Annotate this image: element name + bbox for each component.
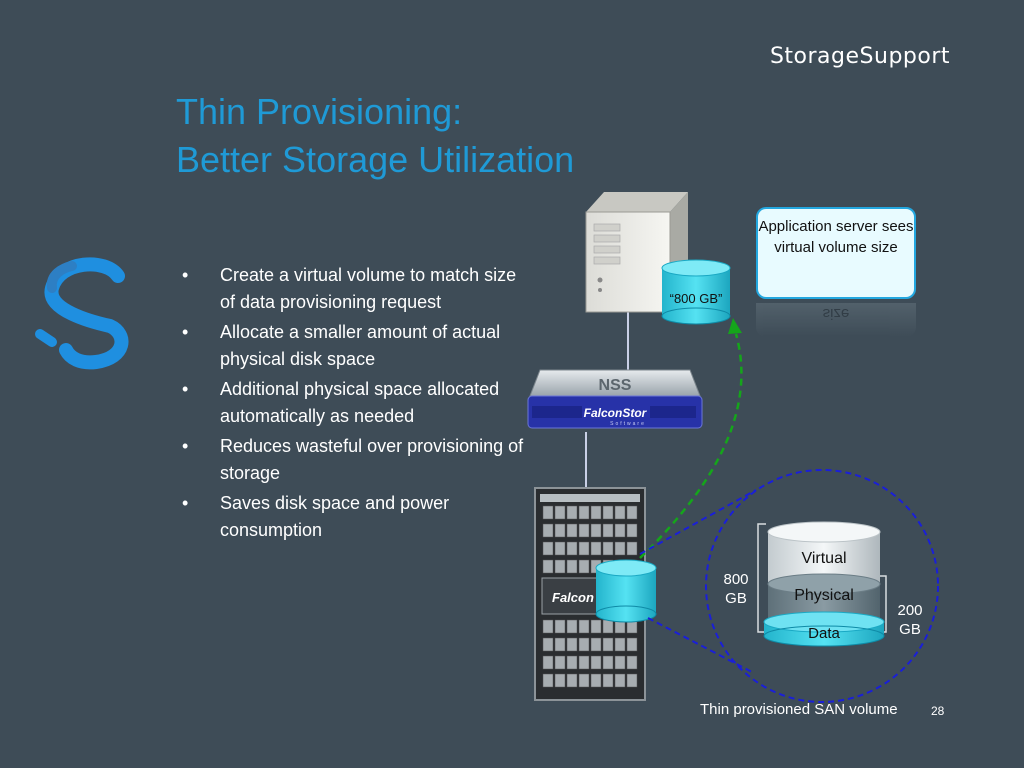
callout-reflection-text: size [822,305,850,322]
rack-drive-slot [542,637,554,652]
rack-drive-slot [542,673,554,688]
rack-drive-slot [566,559,578,574]
rack-drive-slot [578,541,590,556]
storage-volume-cylinder-icon [595,559,657,623]
rack-drive-slot [554,619,566,634]
rack-drive-slot [542,541,554,556]
rack-drive-slot [626,673,638,688]
rack-drive-slot [554,655,566,670]
rack-drive-slot [578,673,590,688]
nss-appliance-icon: NSS FalconStor Software [527,369,703,429]
rack-drive-slot [542,505,554,520]
rack-drive-slot [590,619,602,634]
callout-reflection: size [756,303,916,337]
rack-drive-slot [602,523,614,538]
rack-drive-slot [578,523,590,538]
rack-drive-slot [626,523,638,538]
rack-drive-slot [614,541,626,556]
rack-drive-slot [566,505,578,520]
bullet-item: Allocate a smaller amount of actual phys… [178,319,528,373]
rack-drive-slot [614,505,626,520]
rack-drive-slot [626,637,638,652]
physical-size-label: 200 GB [897,602,923,638]
rack-drive-slot [578,505,590,520]
rack-drive-slot [554,505,566,520]
rack-drive-slot [578,655,590,670]
application-callout: Application server sees virtual volume s… [756,207,916,299]
rack-drive-slot [590,637,602,652]
rack-drive-slot [566,637,578,652]
rack-drive-slot [602,541,614,556]
rack-drive-slot [578,619,590,634]
rack-drive-slot [542,559,554,574]
bullet-list: Create a virtual volume to match size of… [178,262,528,547]
data-layer-label: Data [808,625,840,642]
virtual-layer-label: Virtual [801,550,847,567]
rack-drive-slot [590,541,602,556]
rack-drive-slot [590,523,602,538]
rack-drive-slot [614,523,626,538]
virtual-size-bracket [757,523,766,633]
page-number: 28 [931,704,945,718]
zoom-line [647,617,753,673]
rack-drive-slot [578,637,590,652]
appliance-brand-text: NSS [599,377,632,394]
rack-drive-slot [614,637,626,652]
zoom-circle [705,469,939,703]
rack-drive-slot [626,541,638,556]
bullet-item: Create a virtual volume to match size of… [178,262,528,316]
rack-drive-slot [602,619,614,634]
bullet-item: Saves disk space and power consumption [178,490,528,544]
rack-drive-slot [566,541,578,556]
storage-logo-text: Falcon [552,590,594,605]
bullet-item: Additional physical space allocated auto… [178,376,528,430]
rack-drive-slot [590,655,602,670]
rack-drive-slot [542,523,554,538]
rack-drive-slot [554,637,566,652]
rack-drive-slot [590,505,602,520]
zoom-line [639,489,757,555]
rack-drive-rows [542,505,638,688]
rack-drive-slot [626,505,638,520]
server-volume-cylinder-icon [661,259,731,325]
rack-drive-slot [542,655,554,670]
rack-drive-slot [566,523,578,538]
rack-drive-slot [602,505,614,520]
decorative-swirl-icon [35,257,129,370]
diagram-caption: Thin provisioned SAN volume [700,701,898,718]
rack-drive-slot [614,655,626,670]
title-line-1: Thin Provisioning: [176,91,463,132]
rack-drive-slot [566,655,578,670]
appliance-sub-text: Software [610,421,646,427]
rack-drive-slot [554,541,566,556]
rack-drive-slot [554,523,566,538]
rack-drive-slot [566,673,578,688]
virtual-size-label: 800 GB [723,571,749,607]
appliance-logo-text: FalconStor [584,406,648,420]
bullet-item: Reduces wasteful over provisioning of st… [178,433,528,487]
rack-drive-slot [626,655,638,670]
thin-volume-cylinder-icon [763,521,885,647]
server-volume-label: “800 GB” [669,291,723,306]
rack-drive-slot [554,559,566,574]
rack-drive-slot [554,673,566,688]
rack-drive-slot [602,637,614,652]
title-line-2: Better Storage Utilization [176,139,575,180]
physical-layer-label: Physical [794,587,854,604]
rack-drive-slot [602,673,614,688]
rack-drive-slot [566,619,578,634]
page-title: Thin Provisioning: Better Storage Utiliz… [176,88,574,184]
rack-drive-slot [602,655,614,670]
allocation-arrow-icon [639,318,743,559]
rack-drive-slot [614,673,626,688]
rack-drive-slot [578,559,590,574]
brand-logo-text: StorageSupport [769,44,950,69]
rack-drive-slot [542,619,554,634]
rack-drive-slot [590,673,602,688]
